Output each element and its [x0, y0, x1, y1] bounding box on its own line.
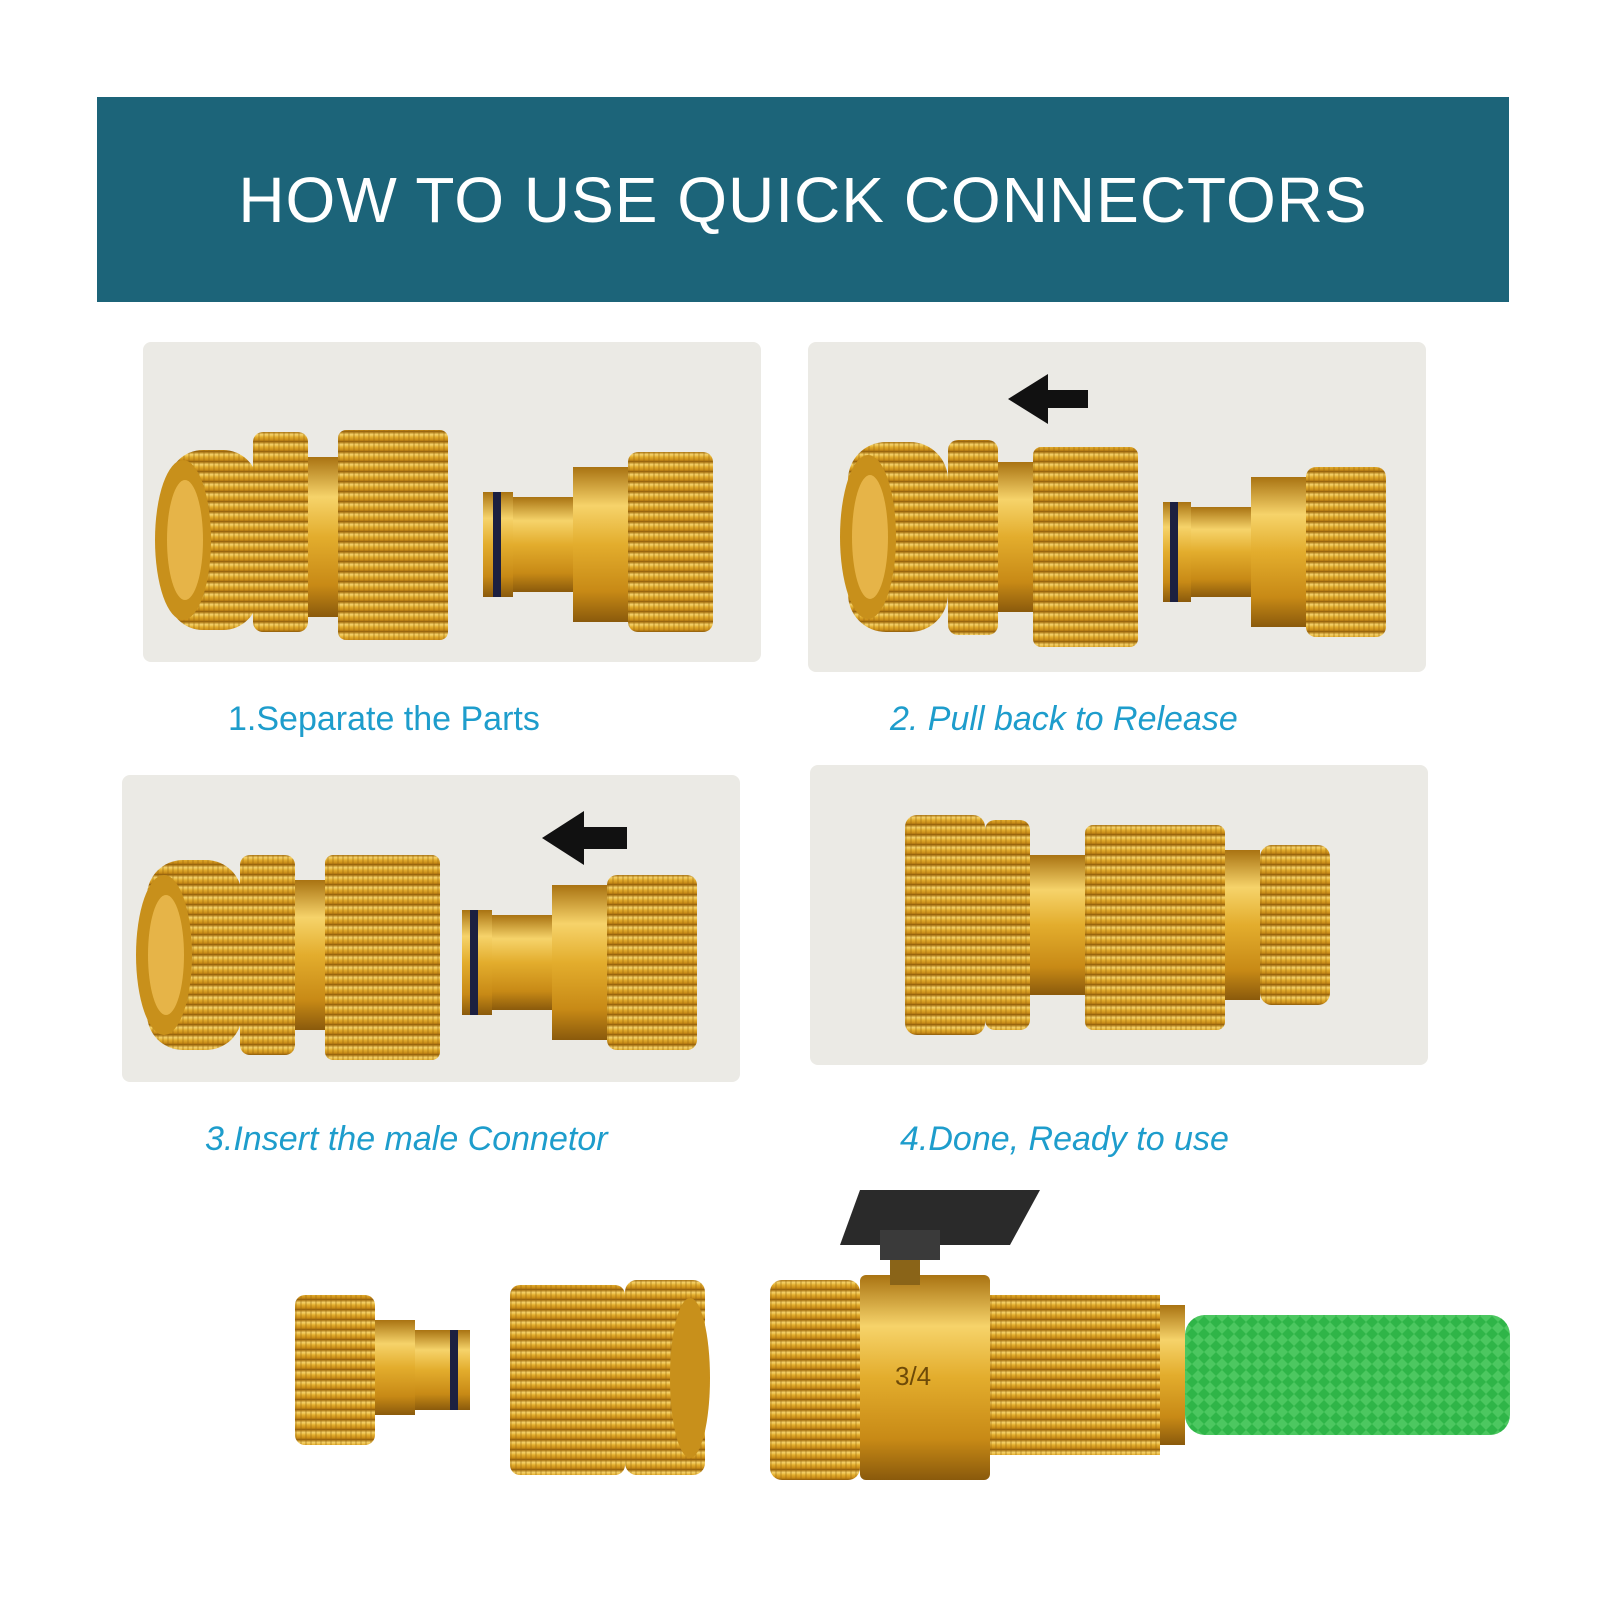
connected-illustration	[905, 815, 1330, 1035]
green-hose	[1185, 1315, 1510, 1435]
title-banner: HOW TO USE QUICK CONNECTORS	[97, 97, 1509, 302]
insert-male-connector-illustration	[136, 811, 697, 1060]
step-3-panel	[122, 775, 740, 1082]
step-3-caption: 3.Insert the male Connetor	[205, 1120, 608, 1158]
valve-size-label: 3/4	[895, 1361, 931, 1391]
step-4-panel	[810, 765, 1428, 1065]
pull-back-illustration	[840, 374, 1386, 647]
step-1-panel	[143, 342, 761, 662]
separated-connectors-illustration	[155, 430, 713, 640]
valve-handle-icon	[840, 1190, 1040, 1260]
left-arrow-icon	[1008, 374, 1088, 424]
step-4-caption: 4.Done, Ready to use	[900, 1120, 1229, 1158]
banner-title: HOW TO USE QUICK CONNECTORS	[238, 163, 1368, 236]
step-2-caption: 2. Pull back to Release	[890, 700, 1238, 738]
hose-valve-illustration: 3/4	[295, 1190, 1510, 1480]
step-2-panel	[808, 342, 1426, 672]
step-1-caption: 1.Separate the Parts	[228, 700, 540, 738]
hose-valve-scene: 3/4	[280, 1190, 1510, 1485]
left-arrow-icon	[542, 811, 627, 865]
